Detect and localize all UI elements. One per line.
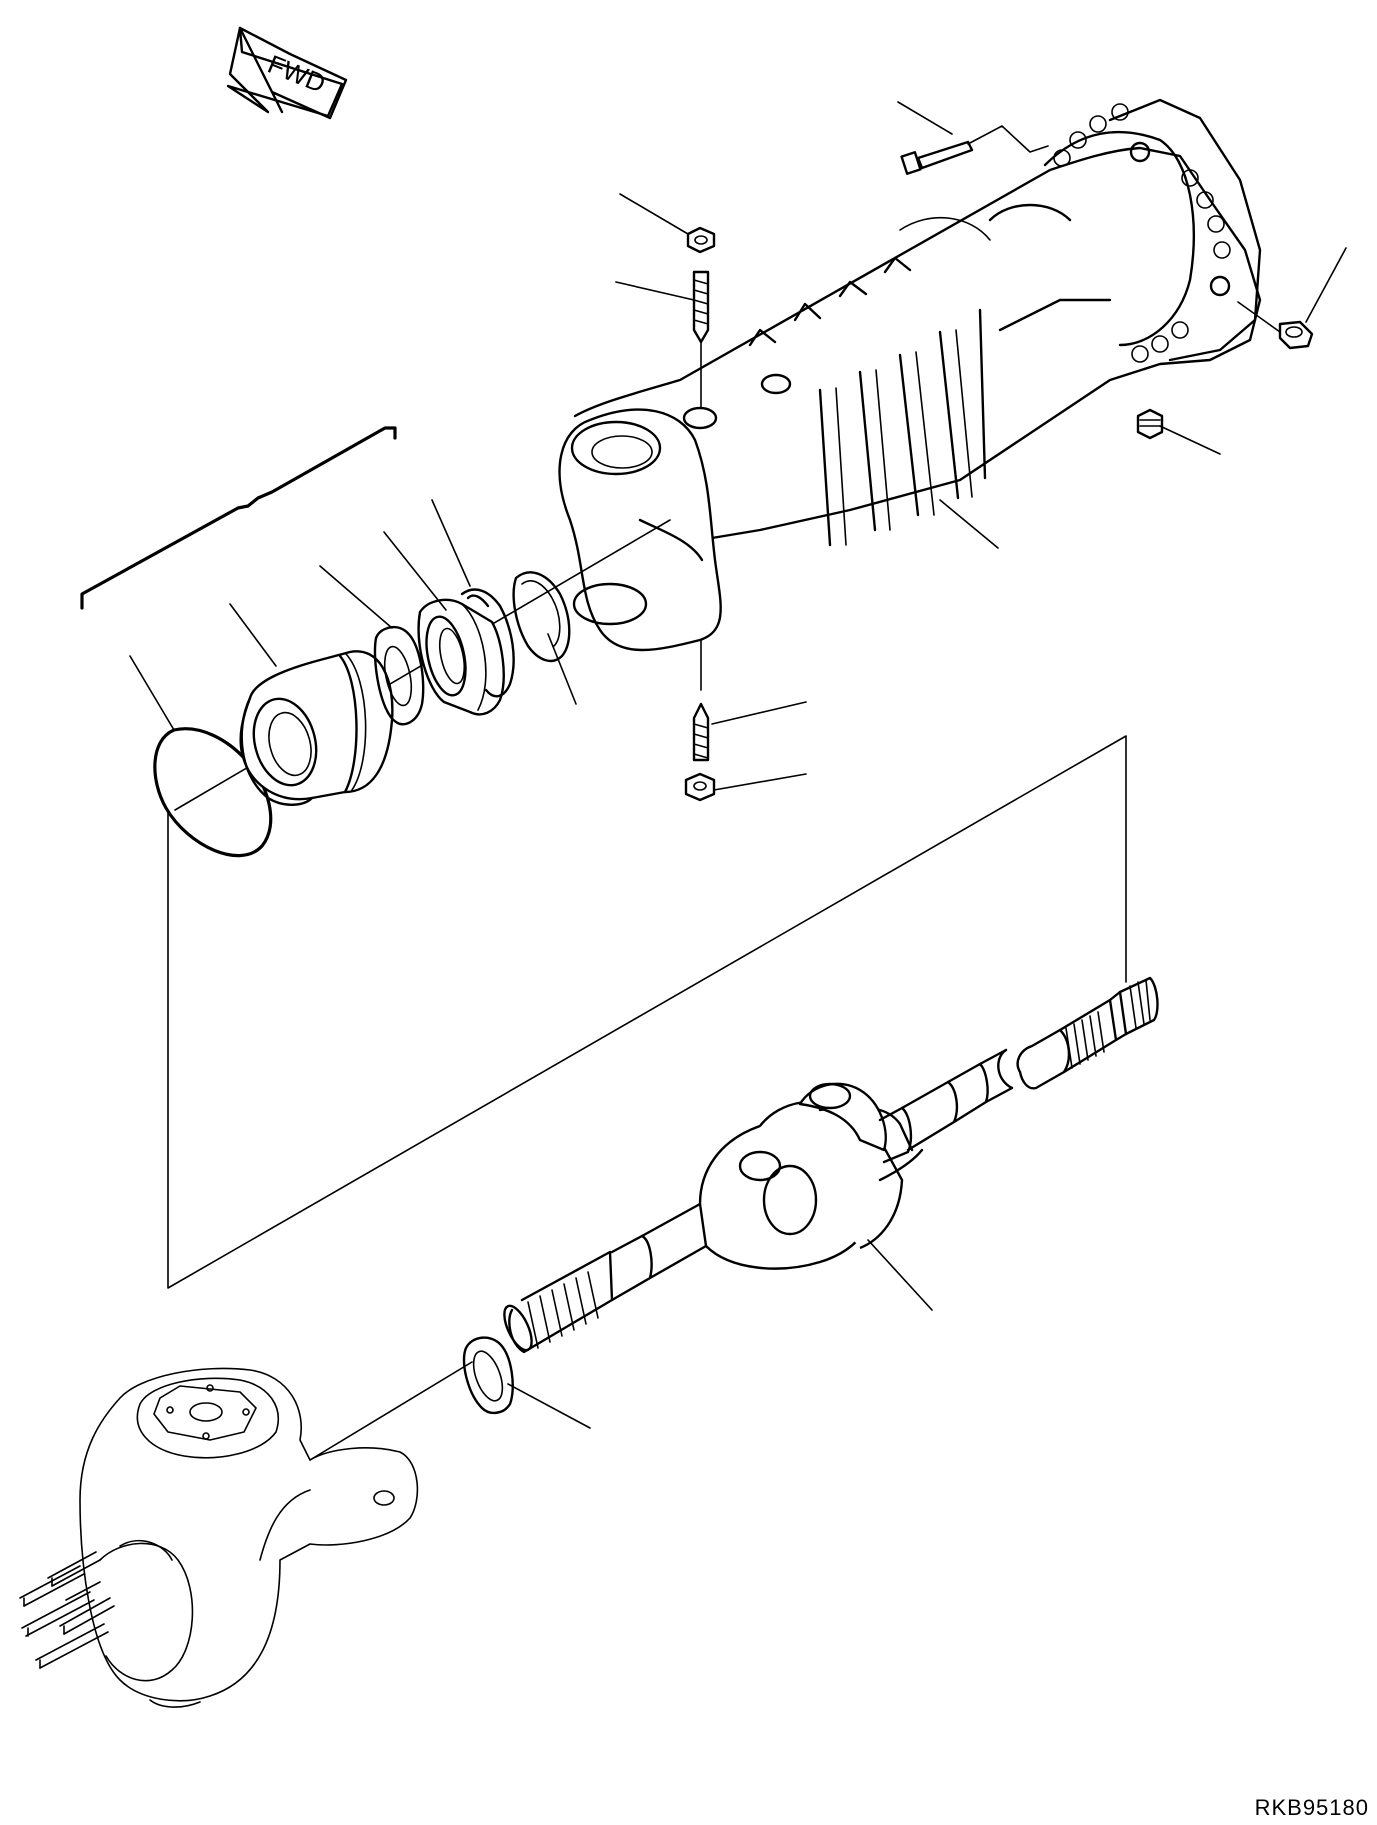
o-ring [129, 655, 273, 858]
bottom-stud [692, 639, 807, 762]
shaft-guide-lines [167, 735, 1127, 1289]
top-nut [619, 193, 716, 254]
bearing [383, 531, 505, 716]
drawing-code: RKB95180 [1254, 1795, 1369, 1820]
breather-plug [1237, 247, 1347, 350]
knuckle-centerline [309, 1361, 473, 1461]
snap-ring-outer [431, 499, 515, 698]
universal-joint-shaft [503, 976, 1159, 1354]
bottom-nut [684, 772, 807, 802]
wheel-studs [19, 1551, 115, 1669]
top-stud [615, 270, 710, 409]
snap-ring-inner [512, 571, 577, 705]
shaft-seal [462, 1336, 591, 1429]
axle-housing [558, 98, 1262, 652]
fwd-arrow-icon: FWD [226, 26, 348, 120]
housing-bolt [897, 101, 1049, 175]
housing-leader [939, 499, 999, 549]
bearing-carrier [229, 603, 394, 806]
steering-knuckle [19, 1367, 419, 1708]
seal [319, 565, 425, 726]
drain-plug [1136, 408, 1221, 455]
assembly-bracket [80, 426, 397, 610]
